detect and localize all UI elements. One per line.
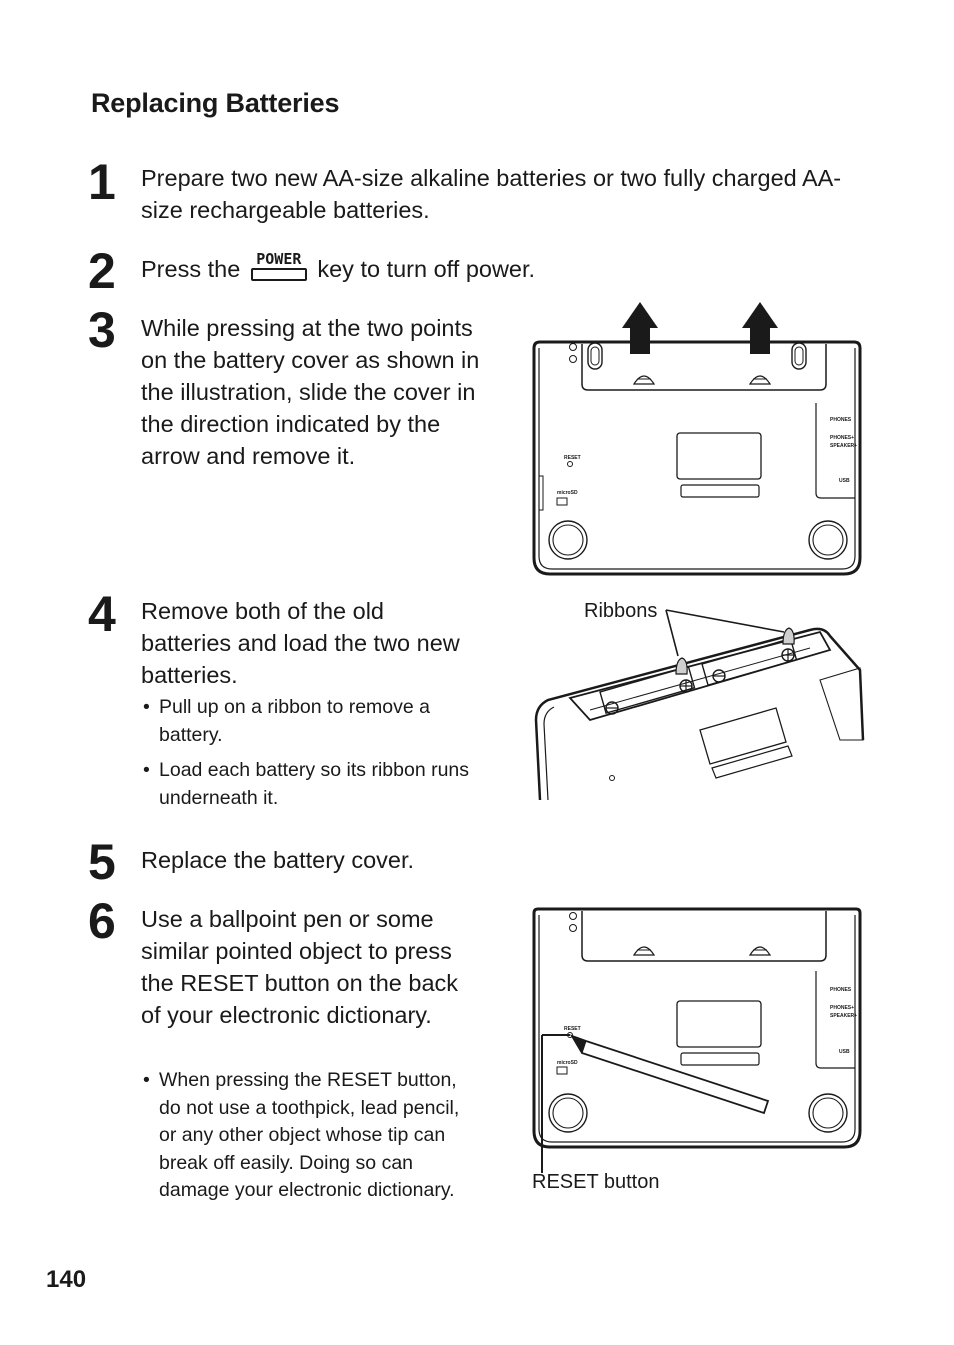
step-1-text: Prepare two new AA-size alkaline batteri… (141, 165, 842, 223)
usb-label-2: USB (839, 1049, 850, 1055)
page-number: 140 (46, 1266, 87, 1293)
step-1-number: 1 (88, 154, 116, 210)
battery-ribbons-figure (534, 609, 865, 800)
reset-button-figure: PHONES PHONES+ SPEAKER+ USB RESET microS… (532, 907, 862, 1173)
microsd-label: microSD (557, 490, 578, 496)
reset-leader-line (541, 1034, 570, 1173)
step-6-number: 6 (88, 893, 116, 949)
battery-cover-removal-figure: PHONES PHONES+ SPEAKER+ USB RESET microS… (532, 302, 862, 576)
phones-speaker-label-3: PHONES+ (830, 1005, 854, 1011)
step-2-number: 2 (88, 243, 116, 299)
microsd-label-2: microSD (557, 1060, 578, 1066)
ribbons-caption: Ribbons (584, 600, 658, 622)
step-4-number: 4 (88, 586, 116, 642)
step-6-bullets: When pressing the RESET button, do not u… (141, 1067, 471, 1213)
step-6-text: Use a ballpoint pen or some similar poin… (141, 906, 459, 1028)
page-title: Replacing Batteries (91, 88, 340, 118)
step-4-bullet-1: Pull up on a ribbon to remove a battery. (141, 694, 481, 749)
step-4-bullets: Pull up on a ribbon to remove a battery.… (141, 694, 481, 820)
step-3-number: 3 (88, 302, 116, 358)
step-4-bullet-2: Load each battery so its ribbon runs und… (141, 757, 481, 812)
usb-label: USB (839, 478, 850, 484)
slide-arrow-left-icon (622, 302, 658, 354)
phones-speaker-label-1: PHONES+ (830, 435, 854, 441)
step-5-text: Replace the battery cover. (141, 847, 415, 873)
slide-arrow-right-icon (742, 302, 778, 354)
step-2-text-before: Press the (141, 256, 241, 282)
step-2-text: Press the POWER key to turn off power. (141, 250, 881, 285)
step-4-text: Remove both of the old batteries and loa… (141, 598, 460, 688)
step-5-number: 5 (88, 834, 116, 890)
reset-label-2: RESET (564, 1026, 581, 1032)
step-2-text-after: key to turn off power. (317, 256, 536, 282)
phones-label: PHONES (830, 417, 852, 423)
step-6-bullet-1: When pressing the RESET button, do not u… (141, 1067, 471, 1205)
phones-label-2: PHONES (830, 987, 852, 993)
reset-button-caption: RESET button (532, 1171, 660, 1193)
reset-label: RESET (564, 455, 581, 461)
step-3-text: While pressing at the two points on the … (141, 315, 480, 469)
power-key-label: POWER (256, 250, 302, 268)
phones-speaker-label-4: SPEAKER+ (830, 1013, 857, 1019)
phones-speaker-label-2: SPEAKER+ (830, 443, 857, 449)
power-key-icon: POWER (249, 250, 309, 283)
